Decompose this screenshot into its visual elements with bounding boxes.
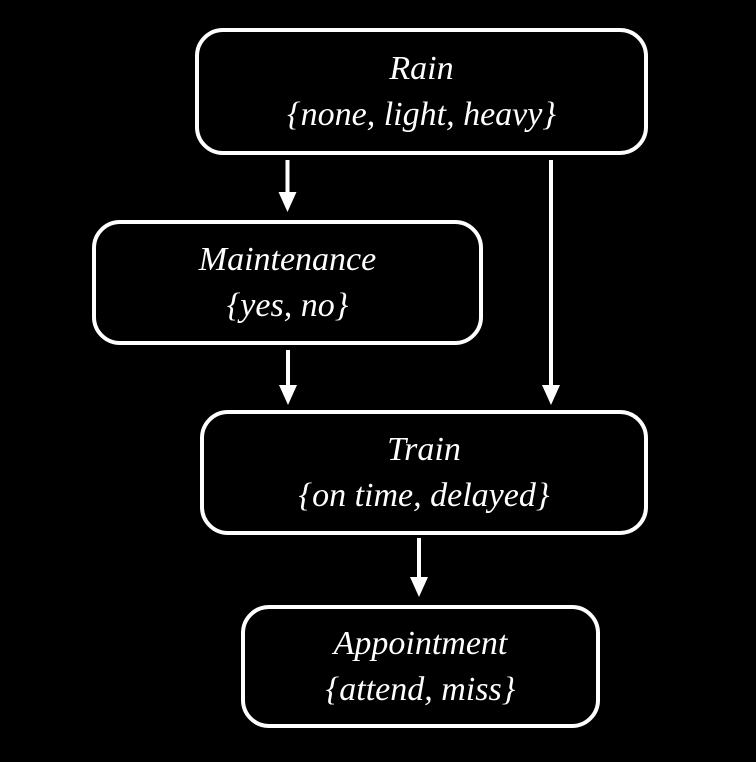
node-rain: Rain {none, light, heavy}: [195, 28, 648, 155]
edge-maintenance-to-train-arrow: [279, 350, 297, 405]
node-appointment-label: Appointment: [333, 624, 508, 662]
node-train-domain: {on time, delayed}: [298, 476, 550, 514]
node-maintenance-label: Maintenance: [198, 240, 377, 278]
node-rain-label: Rain: [389, 49, 454, 87]
node-appointment: Appointment {attend, miss}: [241, 605, 600, 728]
node-rain-domain: {none, light, heavy}: [287, 95, 556, 133]
node-maintenance: Maintenance {yes, no}: [92, 220, 483, 345]
edge-train-to-appointment-arrow: [410, 538, 428, 597]
node-train: Train {on time, delayed}: [200, 410, 648, 535]
node-maintenance-domain: {yes, no}: [226, 286, 349, 324]
edge-rain-to-train-arrow: [542, 160, 560, 405]
node-train-label: Train: [387, 430, 461, 468]
node-appointment-domain: {attend, miss}: [325, 670, 516, 708]
edge-rain-to-maintenance-arrow: [278, 160, 297, 212]
